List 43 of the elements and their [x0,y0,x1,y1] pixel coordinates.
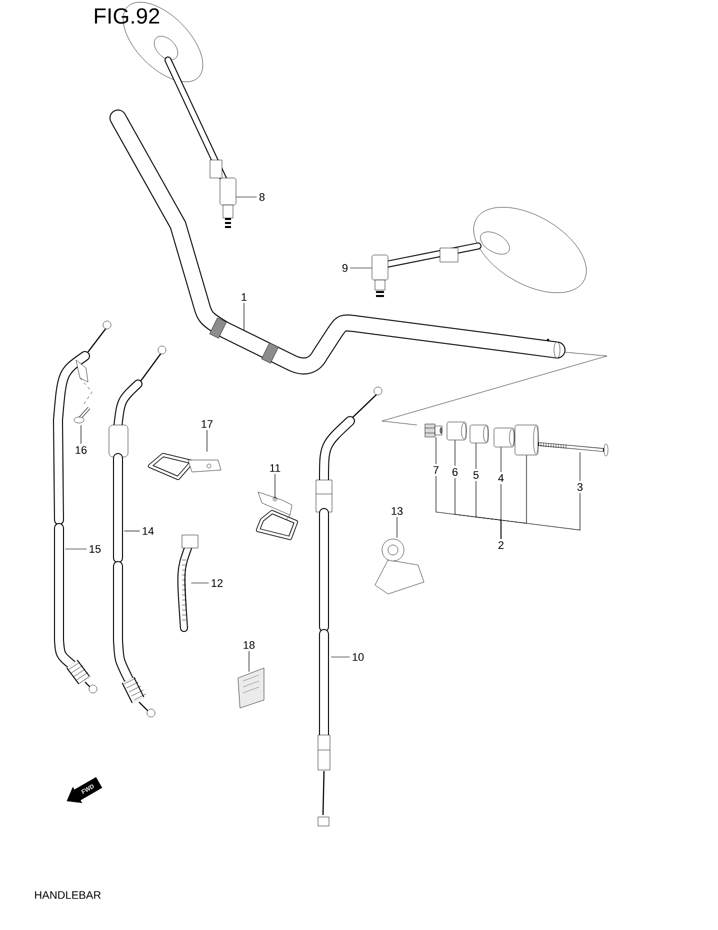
cable-drawing [108,346,166,718]
spacer-drawing [446,422,467,440]
spacer-drawing [494,428,515,448]
weight-drawing [514,424,539,456]
cable-tie-drawing [177,534,198,632]
callout-number: 12 [212,579,223,587]
callout-number: 5 [473,471,479,479]
leader-line [274,474,276,500]
leader-line [206,430,208,452]
spacer-drawing [470,424,489,444]
leader-line [124,530,140,532]
screw-drawing [74,407,90,424]
bracket-drawing [256,492,298,540]
leader-line [236,196,258,198]
callout-number: 6 [452,468,458,476]
callout-number: 4 [498,474,504,482]
bolt-drawing [538,442,608,456]
callout-number: 7 [434,466,438,474]
handlebar-drawing [110,110,566,374]
leader-line [80,424,82,444]
leader-line [248,650,250,672]
leader-line [190,582,209,584]
caption: HANDLEBAR [35,891,101,899]
callout-number: 3 [577,483,583,491]
callout-number: 18 [244,641,255,649]
callout-number: 2 [498,541,504,549]
leader-line [330,656,350,658]
callout-number: 13 [392,507,403,515]
leader-line [64,548,87,550]
leader-line [396,516,398,538]
bracket-drawing [148,453,222,480]
callout-number: 17 [202,420,213,428]
clamp-drawing [374,538,424,594]
sticker-drawing [238,668,264,708]
callout-number: 11 [270,464,280,472]
leader-line [500,492,580,540]
leader-line [454,440,456,466]
mirror-drawing [372,207,586,297]
nut-drawing [424,424,442,438]
figure-title: FIG.92 [95,8,160,24]
leader-line [500,446,502,472]
cable-drawing [53,320,112,694]
cable-drawing [316,386,382,826]
